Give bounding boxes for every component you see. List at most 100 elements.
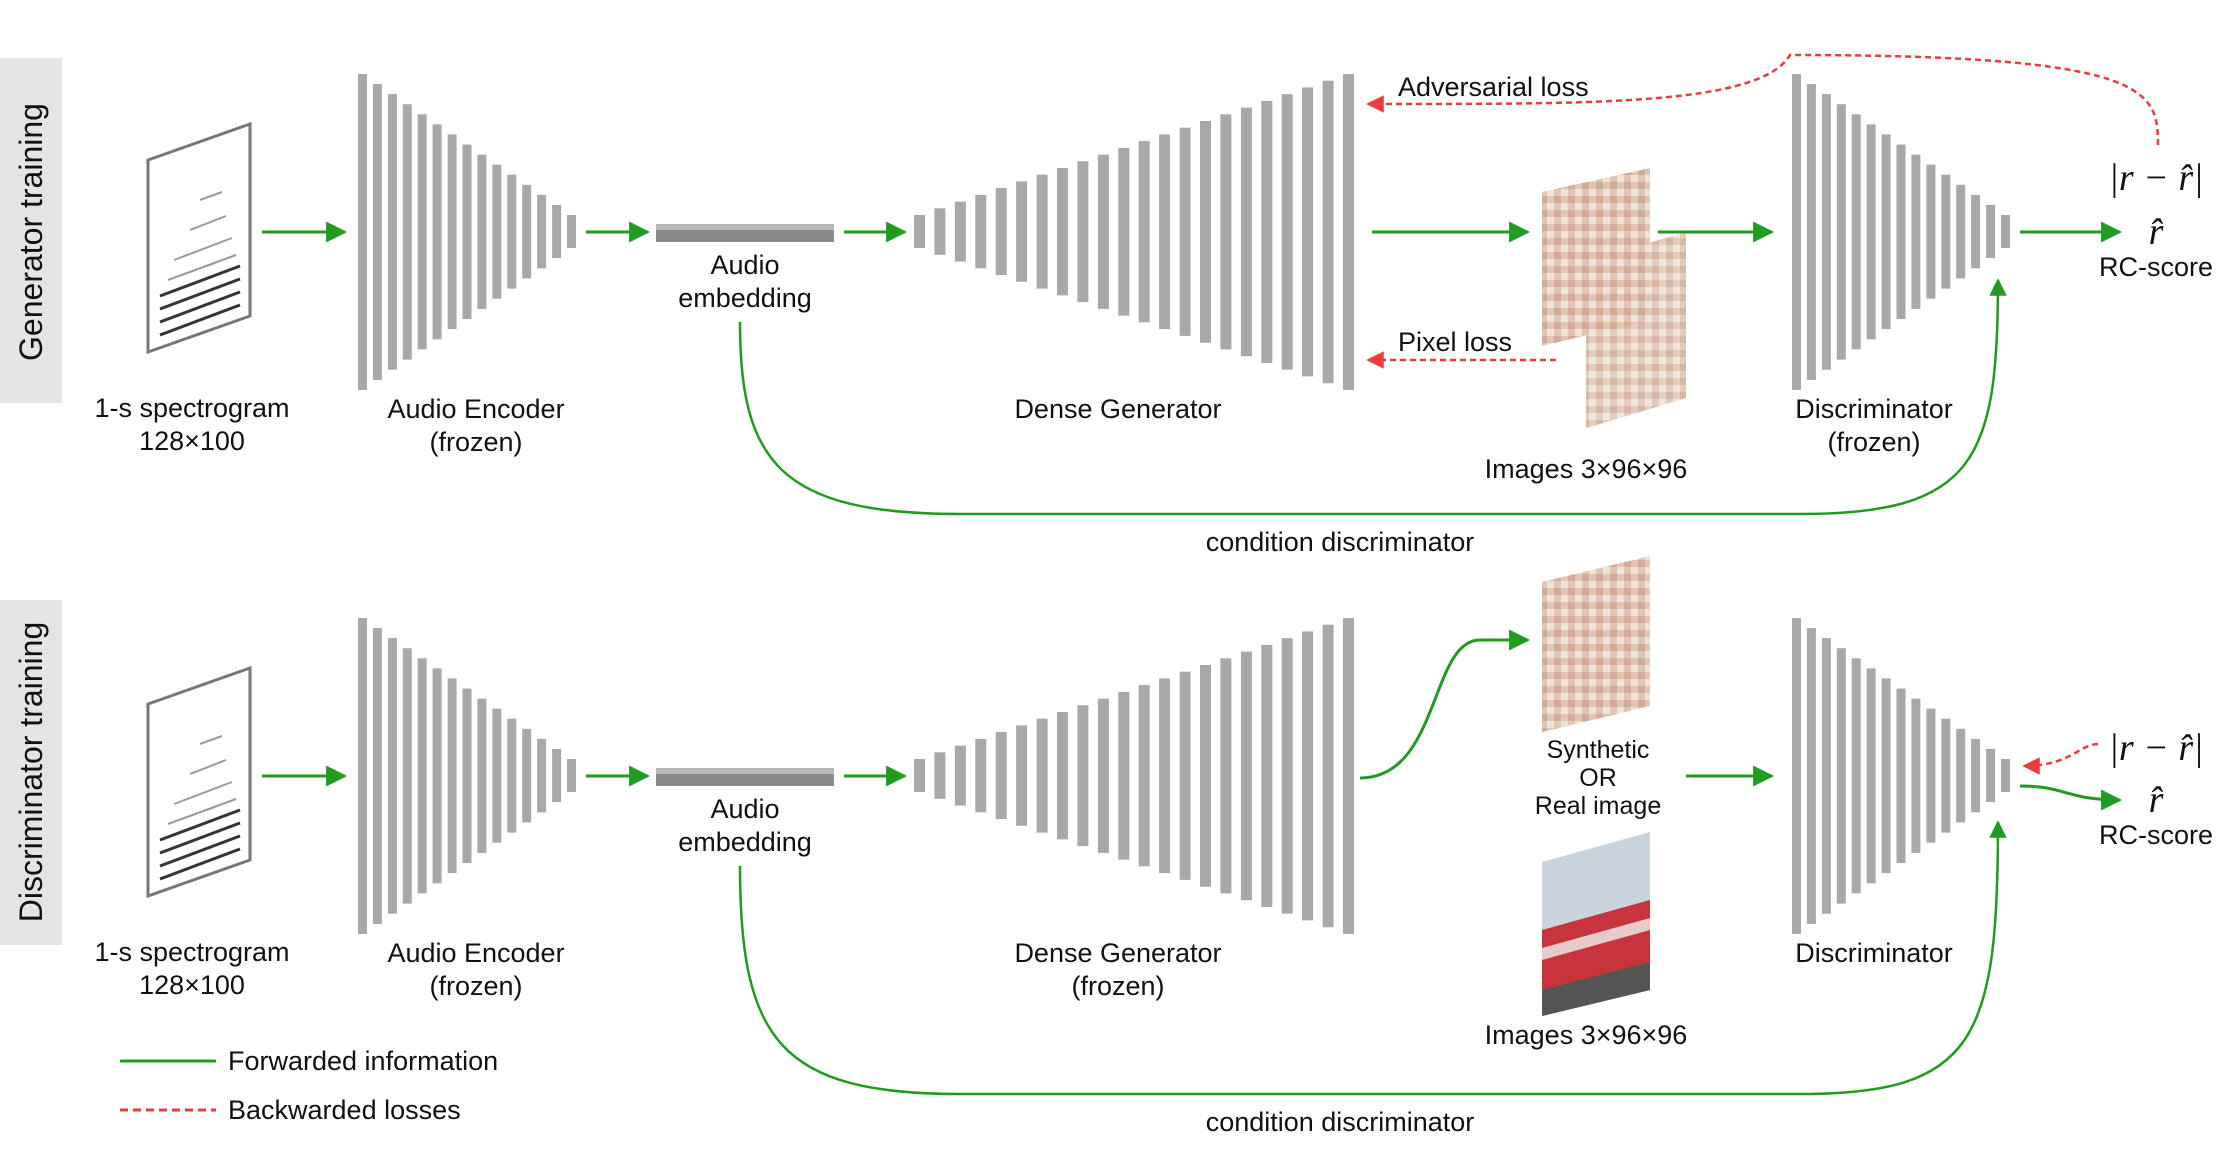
layer-stripe — [1941, 174, 1951, 289]
layer-stripe — [1896, 688, 1906, 863]
score-abs: |r − r̂| — [2108, 157, 2203, 199]
choice-line3: Real image — [1535, 792, 1661, 820]
layer-stripe — [1118, 147, 1130, 316]
legend: Forwarded information Backwarded losses — [120, 1046, 498, 1125]
dense-generator-block — [914, 618, 1354, 934]
layer-stripe — [492, 164, 502, 299]
layer-stripe — [567, 215, 576, 248]
layer-stripe — [372, 628, 382, 924]
layer-stripe — [1097, 698, 1109, 853]
layer-stripe — [432, 124, 442, 340]
layer-stripe — [447, 678, 457, 874]
layer-stripe — [954, 745, 966, 806]
embedding-line1: Audio — [710, 794, 779, 824]
synthetic-image-thumbnail — [1542, 556, 1650, 732]
layer-stripe — [462, 688, 472, 863]
layer-stripe — [522, 728, 532, 823]
layer-stripe — [1057, 712, 1068, 840]
layer-stripe — [1821, 94, 1831, 370]
layer-stripe — [1806, 84, 1816, 380]
spectrogram-dims: 128×100 — [139, 970, 245, 1000]
layer-stripe — [1926, 708, 1936, 843]
layer-stripe — [954, 201, 966, 262]
layer-stripe — [995, 188, 1007, 275]
discriminator-training-row: Discriminator training 1-s spectrogram 1… — [0, 556, 2213, 1137]
images-label: Images 3×96×96 — [1485, 454, 1688, 484]
side-label: Discriminator training — [13, 622, 49, 923]
layer-stripe — [1343, 74, 1354, 390]
layer-stripe — [975, 194, 987, 269]
layer-stripe — [1792, 618, 1801, 934]
layer-stripe — [1016, 181, 1028, 282]
layer-stripe — [2001, 215, 2010, 248]
layer-stripe — [1302, 631, 1314, 921]
adversarial-loss-path — [1366, 53, 2160, 146]
layer-stripe — [402, 648, 412, 904]
layer-stripe — [567, 759, 576, 792]
spectrogram-dims: 128×100 — [139, 426, 245, 456]
layer-stripe — [1220, 114, 1232, 350]
layer-stripe — [1911, 698, 1921, 853]
layer-stripe — [492, 708, 502, 843]
layer-stripe — [1220, 658, 1232, 894]
layer-stripe — [447, 134, 457, 330]
layer-stripe — [1971, 738, 1981, 813]
layer-stripe — [995, 732, 1007, 819]
generator-sub: (frozen) — [1071, 971, 1164, 1001]
layer-stripe — [1302, 87, 1314, 377]
layer-stripe — [387, 638, 397, 914]
synthetic-image-overlay — [1542, 556, 1650, 732]
images-label: Images 3×96×96 — [1485, 1020, 1688, 1050]
layer-stripe — [507, 174, 517, 289]
layer-stripe — [417, 658, 427, 894]
spectrogram-title: 1-s spectrogram — [94, 393, 289, 423]
generator-title: Dense Generator — [1014, 938, 1221, 968]
layer-stripe — [1261, 644, 1273, 907]
layer-stripe — [1240, 651, 1252, 901]
layer-stripe — [1836, 104, 1846, 360]
layer-stripe — [1866, 124, 1876, 340]
layer-stripe — [1138, 141, 1150, 323]
layer-stripe — [1261, 100, 1273, 364]
discriminator-block — [1792, 74, 2010, 390]
layer-stripe — [552, 748, 562, 803]
layer-stripe — [358, 74, 367, 390]
layer-stripe — [1159, 134, 1171, 330]
layer-stripe — [1179, 671, 1191, 880]
discriminator-title: Discriminator — [1795, 394, 1953, 424]
real-image-thumbnail — [1542, 832, 1650, 1016]
layer-stripe — [1851, 114, 1861, 350]
discriminator-sub: (frozen) — [1827, 427, 1920, 457]
layer-stripe — [1118, 691, 1130, 860]
layer-stripe — [477, 698, 487, 853]
layer-stripe — [1057, 168, 1068, 296]
arrow-discriminator-to-score — [2019, 784, 2123, 811]
layer-stripe — [1077, 161, 1089, 303]
choice-line1: Synthetic — [1547, 736, 1650, 764]
layer-stripe — [1881, 678, 1891, 874]
spectrogram-title: 1-s spectrogram — [94, 937, 289, 967]
layer-stripe — [1986, 748, 1996, 803]
layer-stripe — [522, 184, 532, 279]
encoder-title: Audio Encoder — [387, 394, 564, 424]
layer-stripe — [402, 104, 412, 360]
layer-stripe — [1792, 74, 1801, 390]
dense-generator-block — [914, 74, 1354, 390]
layer-stripe — [1986, 204, 1996, 259]
layer-stripe — [1097, 154, 1109, 309]
side-label-panel — [0, 600, 62, 945]
layer-stripe — [1851, 658, 1861, 894]
layer-stripe — [1881, 134, 1891, 330]
layer-stripe — [372, 84, 382, 380]
layer-stripe — [507, 718, 517, 833]
layer-stripe — [1322, 80, 1334, 384]
generator-training-row: Generator training 1-s spectrogram 128×1… — [0, 53, 2213, 557]
score-rhat: r̂ — [2149, 211, 2164, 253]
layer-stripe — [1806, 628, 1816, 924]
layer-stripe — [914, 759, 925, 792]
layer-stripe — [1200, 121, 1211, 343]
layer-stripe — [1836, 648, 1846, 904]
spectrogram-icon — [146, 121, 252, 355]
layer-stripe — [358, 618, 367, 934]
